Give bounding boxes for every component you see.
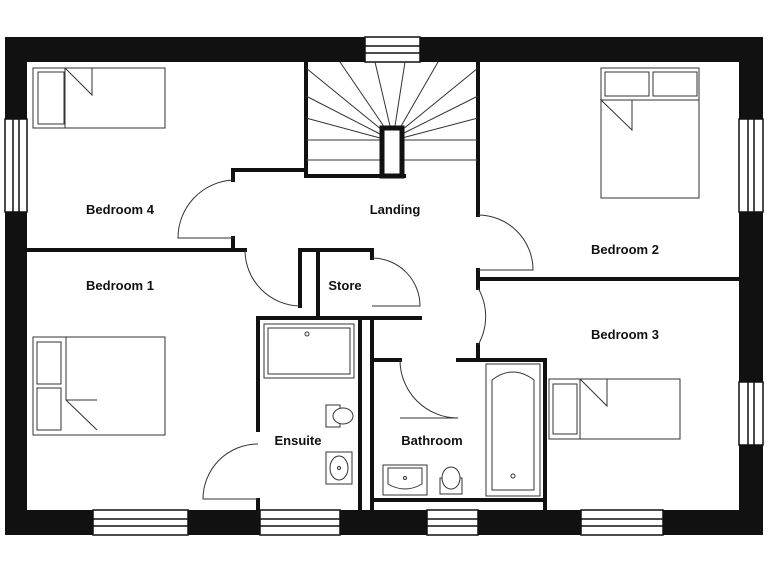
label-bathroom: Bathroom xyxy=(401,433,462,448)
label-bedroom3: Bedroom 3 xyxy=(591,327,659,342)
label-store: Store xyxy=(328,278,361,293)
interior-walls xyxy=(25,58,742,514)
room-labels: Bedroom 4 Landing Bedroom 2 Bedroom 1 St… xyxy=(86,202,659,448)
window-bottom-3 xyxy=(426,509,479,536)
label-bedroom4: Bedroom 4 xyxy=(86,202,155,217)
door-bathroom xyxy=(399,359,459,419)
window-left xyxy=(4,118,28,213)
door-bedroom4 xyxy=(177,179,234,239)
ensuite-shower-icon xyxy=(263,323,355,379)
bed-bedroom2-icon xyxy=(599,67,700,199)
window-bottom-2 xyxy=(259,509,341,536)
bed-bedroom1-icon xyxy=(32,336,166,436)
bathroom-toilet-icon xyxy=(439,466,463,495)
bed-bedroom4-icon xyxy=(32,67,166,129)
window-bottom-4 xyxy=(580,509,664,536)
windows xyxy=(4,36,764,536)
furniture xyxy=(32,67,700,440)
door-bedroom3 xyxy=(477,287,487,346)
window-top xyxy=(364,36,421,63)
bathroom-basin-icon xyxy=(382,464,428,496)
sanitary-fixtures xyxy=(263,323,541,497)
outer-walls xyxy=(5,37,763,535)
door-bedroom2 xyxy=(477,214,534,271)
label-bedroom1: Bedroom 1 xyxy=(86,278,154,293)
window-right-upper xyxy=(738,118,764,213)
door-store xyxy=(371,257,421,307)
staircase xyxy=(305,61,479,179)
window-right-lower xyxy=(738,381,764,446)
label-landing: Landing xyxy=(370,202,421,217)
label-ensuite: Ensuite xyxy=(275,433,322,448)
door-bedroom1 xyxy=(244,249,301,307)
window-bottom-1 xyxy=(92,509,189,536)
bed-bedroom3-icon xyxy=(548,378,681,440)
label-bedroom2: Bedroom 2 xyxy=(591,242,659,257)
ensuite-basin-icon xyxy=(325,451,353,485)
ensuite-toilet-icon xyxy=(325,404,354,428)
doors xyxy=(177,179,534,500)
bathroom-bath-icon xyxy=(485,363,541,497)
door-ensuite xyxy=(202,443,259,500)
